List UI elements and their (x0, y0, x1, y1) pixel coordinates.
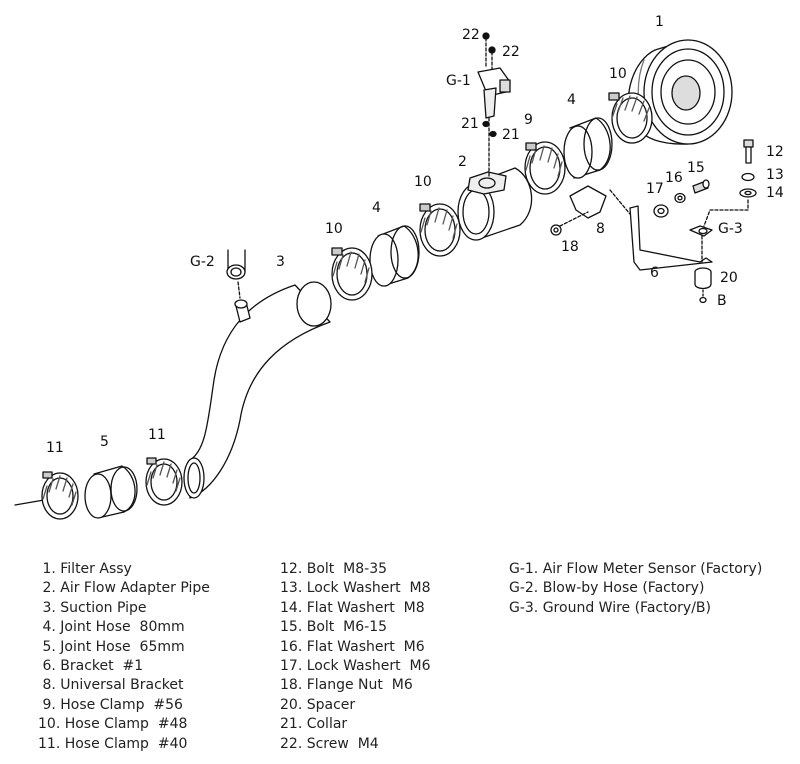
ground-wire (689, 199, 749, 263)
hose-clamp-48-filter (608, 92, 653, 144)
legend-item: 1. Filter Assy (38, 561, 132, 577)
assembly-axis (14, 499, 45, 506)
legend-item: 9. Hose Clamp #56 (38, 696, 183, 713)
flat-washer-m8 (739, 188, 757, 198)
callout-5: 5 (100, 434, 109, 450)
legend-item: 3. Suction Pipe (38, 599, 147, 616)
callout-22-a: 22 (462, 27, 480, 43)
callout-10-middle: 10 (414, 174, 432, 190)
legend-item: 16. Flat Washert M6 (280, 638, 425, 655)
hose-clamp-40-left (41, 471, 79, 520)
callout-4-upper: 4 (567, 92, 576, 108)
callout-10-suction: 10 (325, 221, 343, 237)
legend-item: 21. Collar (280, 716, 348, 733)
legend-item: 14. Flat Washert M8 (280, 599, 425, 616)
hose-clamp-48-middle (419, 203, 461, 257)
hose-clamp-48-suction (331, 247, 373, 301)
legend-item: 11. Hose Clamp #40 (38, 735, 188, 752)
callout-g3: G-3 (718, 221, 743, 237)
legend-item: 13. Lock Washert M8 (280, 580, 431, 597)
legend-item: 8. Universal Bracket (38, 677, 184, 694)
callout-b: B (717, 293, 727, 309)
callout-6: 6 (650, 265, 659, 281)
joint-hose-80mm-lower (369, 225, 420, 287)
callout-4-lower: 4 (372, 200, 381, 216)
callout-14: 14 (766, 185, 784, 201)
legend-column-2: 12. Bolt M8-35 13. Lock Washert M8 14. F… (280, 560, 431, 754)
exploded-parts-diagram: 1 10 4 9 22 22 G-1 21 21 2 10 4 10 G-2 3… (14, 14, 784, 520)
hose-clamp-40-right (145, 457, 183, 506)
callout-15: 15 (687, 160, 705, 176)
air-flow-meter-sensor (477, 37, 511, 177)
lock-washer-m8 (741, 172, 755, 182)
callout-1: 1 (655, 14, 664, 30)
joint-hose-65mm (84, 465, 138, 519)
callout-11-left: 11 (46, 440, 64, 456)
bolt-m6-15 (692, 179, 710, 194)
bolt-m8-35 (743, 139, 754, 164)
callout-22-b: 22 (502, 44, 520, 60)
legend-item: 5. Joint Hose 65mm (38, 638, 185, 655)
legend-item: G-1. Air Flow Meter Sensor (Factory) (509, 561, 763, 577)
callout-8: 8 (596, 221, 605, 237)
callout-20: 20 (720, 270, 738, 286)
callout-9: 9 (524, 112, 533, 128)
callout-16: 16 (665, 170, 683, 186)
universal-bracket (559, 185, 607, 227)
screw-m4 (482, 32, 496, 54)
blow-by-hose (226, 249, 246, 299)
legend-item: 15. Bolt M6-15 (280, 619, 388, 636)
legend-item: 6. Bracket #1 (38, 658, 144, 675)
joint-hose-80mm-upper (563, 117, 613, 179)
callout-3: 3 (276, 254, 285, 270)
callout-21-b: 21 (502, 127, 520, 143)
legend-item: G-2. Blow-by Hose (Factory) (509, 580, 705, 597)
suction-pipe (183, 281, 332, 499)
callout-2: 2 (458, 154, 467, 170)
legend-column-1: 1. Filter Assy 2. Air Flow Adapter Pipe … (38, 560, 210, 754)
collar (482, 120, 497, 138)
flat-washer-m6 (674, 192, 686, 204)
hose-clamp-56 (524, 141, 566, 195)
spacer (694, 267, 712, 290)
legend-item: 12. Bolt M8-35 (280, 561, 388, 577)
callout-labels: 1 10 4 9 22 22 G-1 21 21 2 10 4 10 G-2 3… (46, 14, 784, 456)
legend-item: G-3. Ground Wire (Factory/B) (509, 599, 711, 616)
legend-item: 17. Lock Washert M6 (280, 658, 431, 675)
ground-point-b (699, 289, 707, 304)
callout-17: 17 (646, 181, 664, 197)
callout-13: 13 (766, 167, 784, 183)
legend-item: 20. Spacer (280, 696, 356, 713)
legend-item: 4. Joint Hose 80mm (38, 619, 185, 636)
legend-column-3: G-1. Air Flow Meter Sensor (Factory) G-2… (509, 560, 762, 618)
callout-10-filter: 10 (609, 66, 627, 82)
callout-g1: G-1 (446, 73, 471, 89)
legend-item: 22. Screw M4 (280, 735, 379, 752)
callout-18: 18 (561, 239, 579, 255)
callout-11-right: 11 (148, 427, 166, 443)
bracket-1 (609, 189, 713, 271)
legend-item: 18. Flange Nut M6 (280, 677, 413, 694)
callout-g2: G-2 (190, 254, 215, 270)
callout-21-a: 21 (461, 116, 479, 132)
lock-washer-m6 (653, 204, 669, 218)
legend-item: 10. Hose Clamp #48 (38, 716, 188, 733)
air-flow-adapter-pipe (457, 167, 533, 241)
callout-12: 12 (766, 144, 784, 160)
legend-item: 2. Air Flow Adapter Pipe (38, 580, 210, 597)
flange-nut-m6 (550, 224, 562, 236)
